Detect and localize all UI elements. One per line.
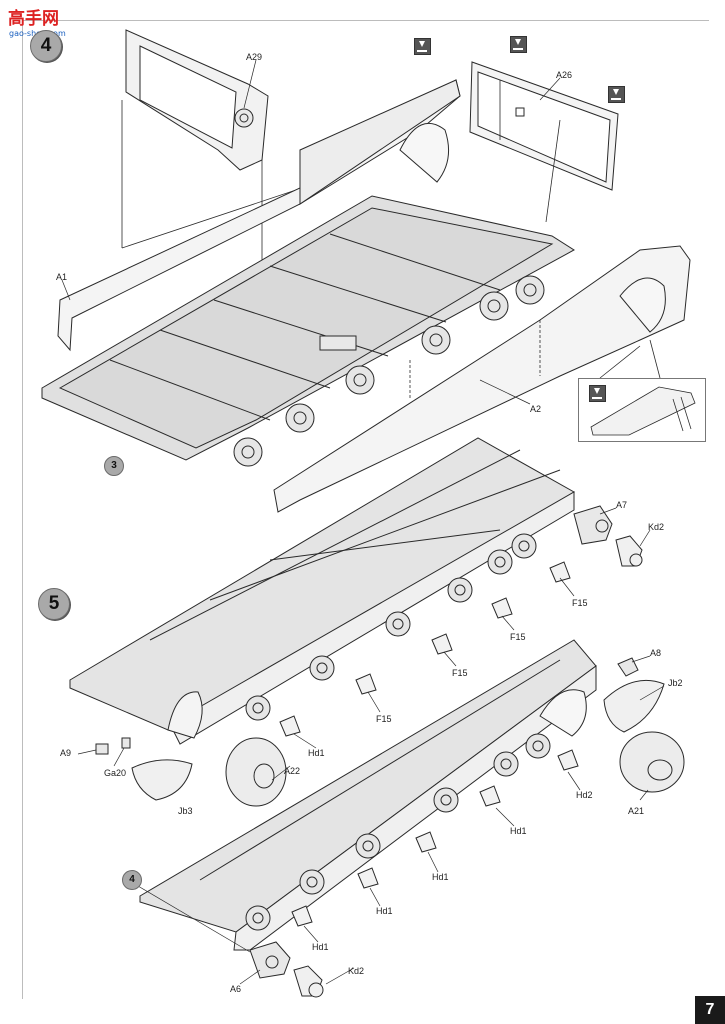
step-5-badge: 5	[38, 588, 70, 620]
label-a9: A9	[60, 748, 72, 758]
hd1-caps	[279, 715, 579, 927]
label-hd1-2: Hd1	[510, 826, 527, 836]
part-a9	[95, 743, 109, 755]
label-a29: A29	[246, 52, 263, 62]
part-a29	[125, 29, 269, 171]
part-kd2-bottom	[293, 965, 324, 998]
label-a8: A8	[650, 648, 662, 658]
label-hd1-4: Hd1	[376, 906, 393, 916]
label-hd1-1: Hd1	[308, 748, 325, 758]
part-kd2-top	[615, 535, 643, 567]
part-a7	[573, 505, 613, 545]
label-hd1-5: Hd1	[312, 942, 329, 952]
leader-lines	[61, 59, 665, 985]
part-hull-floor	[41, 195, 575, 461]
part-a21	[619, 731, 685, 793]
label-a7: A7	[616, 500, 628, 510]
page-border	[22, 20, 709, 999]
right-road-wheel-hubs	[245, 733, 551, 931]
suspension-arms	[233, 275, 545, 467]
glue-icon	[414, 38, 431, 55]
reference-step-4-badge: 4	[122, 870, 142, 890]
label-jb3: Jb3	[178, 806, 193, 816]
part-hull-body-left	[69, 437, 576, 745]
label-a6: A6	[230, 984, 242, 994]
label-f15-1: F15	[572, 598, 588, 608]
left-road-wheel-hubs	[245, 533, 537, 721]
label-f15-3: F15	[452, 668, 468, 678]
svg-text:高手网: 高手网	[8, 8, 59, 29]
label-kd2-bottom: Kd2	[348, 966, 365, 976]
part-a8	[617, 657, 639, 677]
label-jb2: Jb2	[668, 678, 683, 688]
part-a26	[469, 61, 619, 191]
label-hd2: Hd2	[576, 790, 593, 800]
part-a2	[273, 245, 691, 513]
label-a2: A2	[530, 404, 542, 414]
step-4-badge: 4	[30, 30, 62, 62]
part-hull-body-right	[139, 639, 597, 951]
part-jb3	[131, 759, 193, 801]
part-a6	[249, 941, 291, 979]
part-jb2	[603, 679, 665, 733]
page-number: 7	[695, 996, 725, 1024]
label-hd1-3: Hd1	[432, 872, 449, 882]
part-a22	[225, 737, 287, 807]
glue-icon	[608, 86, 625, 103]
label-a1: A1	[56, 272, 68, 282]
label-kd2-top: Kd2	[648, 522, 665, 532]
glue-icon	[510, 36, 527, 53]
label-a26: A26	[556, 70, 573, 80]
f15-caps	[355, 561, 571, 695]
label-f15-4: F15	[376, 714, 392, 724]
label-a21: A21	[628, 806, 645, 816]
label-f15-2: F15	[510, 632, 526, 642]
part-ga20	[121, 737, 131, 749]
part-a1	[57, 79, 461, 352]
reference-step-3-badge: 3	[104, 456, 124, 476]
label-a22: A22	[284, 766, 301, 776]
label-ga20: Ga20	[104, 768, 127, 778]
inset-detail	[578, 378, 706, 442]
glue-icon	[589, 385, 606, 402]
